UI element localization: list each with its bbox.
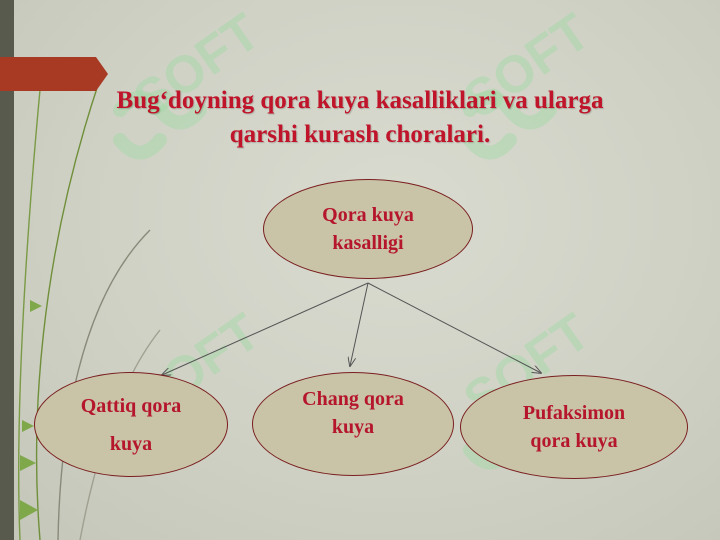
root-node-line-2: kasalligi [332, 232, 404, 254]
child-node-line-2: kuya [331, 416, 375, 438]
child-node-line-1: Qattiq qora [80, 394, 182, 417]
title-ribbon [0, 57, 108, 91]
slide-title-line-1: Bug‘doyning qora kuya kasalliklari va ul… [116, 87, 604, 114]
connector-arrow-to-qattiq [162, 282, 369, 375]
root-node-line-1: Qora kuya [322, 204, 414, 226]
child-node-pufaksimon: Pufaksimon qora kuya [460, 375, 688, 479]
connector-arrow-to-pufaksimon [367, 282, 541, 373]
child-node-line-1: Pufaksimon [522, 402, 626, 424]
slide-title-line-2: qarshi kurash choralari. [229, 121, 491, 148]
connector-arrow-to-chang [350, 282, 369, 366]
child-node-line-1: Chang qora [302, 388, 404, 410]
child-node-line-2: kuya [109, 432, 153, 455]
child-node-chang: Chang qora kuya [252, 372, 454, 476]
root-node: Qora kuya kasalligi [263, 179, 473, 279]
child-node-qattiq: Qattiq qora kuya [34, 372, 228, 477]
left-border-strip [0, 0, 14, 540]
child-node-line-2: qora kuya [530, 430, 618, 452]
slide-title: Bug‘doyning qora kuya kasalliklari va ul… [40, 84, 680, 152]
